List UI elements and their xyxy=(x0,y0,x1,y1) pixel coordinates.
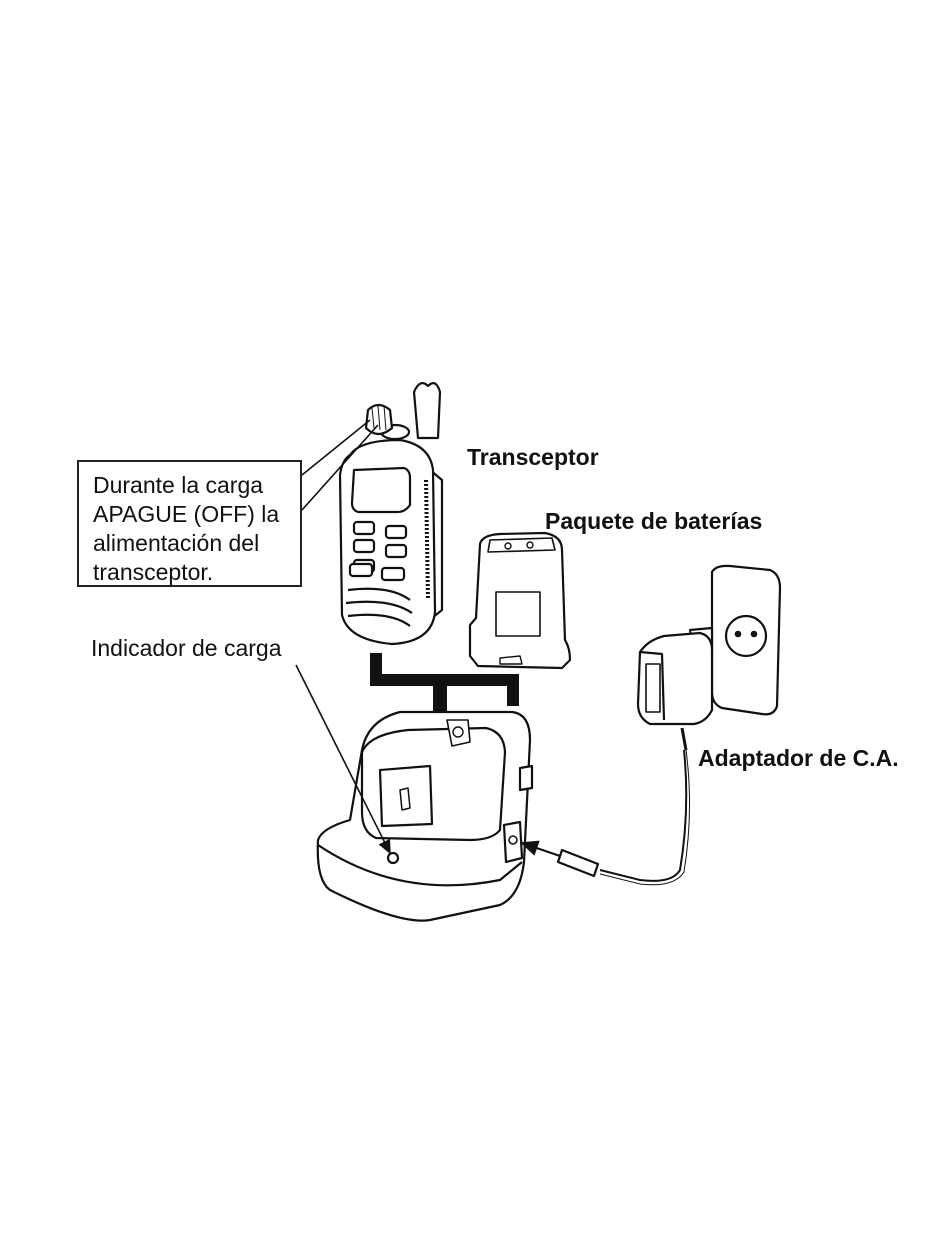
battery-pack-drawing xyxy=(470,533,570,668)
note-line: APAGUE (OFF) la xyxy=(93,500,300,529)
ac-adapter-drawing xyxy=(558,566,780,885)
plug-arrow xyxy=(522,843,560,856)
note-line: Durante la carga xyxy=(93,471,300,500)
note-line: alimentación del xyxy=(93,529,300,558)
note-line: transceptor. xyxy=(93,558,300,587)
charger-drawing xyxy=(318,712,532,921)
transceiver-label: Transceptor xyxy=(467,444,599,471)
charge-indicator-label: Indicador de carga xyxy=(91,634,282,663)
power-off-note: Durante la carga APAGUE (OFF) la aliment… xyxy=(77,460,302,587)
transceiver-drawing xyxy=(340,383,442,644)
ac-adapter-label: Adaptador de C.A. xyxy=(698,745,899,772)
battery-pack-label: Paquete de baterías xyxy=(545,508,762,535)
